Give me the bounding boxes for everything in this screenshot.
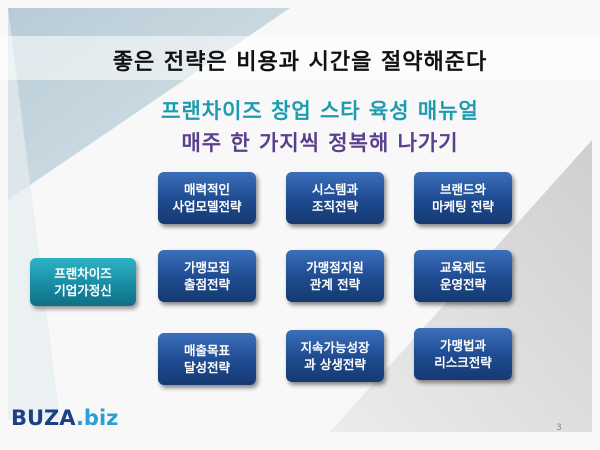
strategy-box-education: 교육제도 운영전략 — [414, 250, 512, 302]
strategy-box-line1: 시스템과 — [311, 182, 358, 197]
strategy-box-line1: 매출목표 — [183, 343, 230, 358]
logo-part-1: BUZA — [11, 406, 76, 430]
strategy-box-line2: 관계 전략 — [309, 277, 361, 292]
strategy-box-line1: 지속가능성장 — [300, 340, 370, 355]
strategy-box-brand-marketing: 브랜드와 마케팅 전략 — [414, 172, 512, 224]
strategy-box-sales-target: 매출목표 달성전략 — [158, 333, 256, 385]
strategy-box-business-model: 매력적인 사업모델전략 — [158, 172, 256, 224]
strategy-box-line2: 출점전략 — [183, 277, 230, 292]
slide-headline: 좋은 전략은 비용과 시간을 절약해준다 — [112, 50, 488, 75]
page-number: 3 — [556, 423, 562, 433]
center-box-line1: 프랜차이즈 — [54, 266, 112, 281]
strategy-box-line1: 브랜드와 — [439, 182, 486, 197]
strategy-box-line1: 가맹점지원 — [306, 260, 364, 275]
strategy-box-line1: 가맹법과 — [439, 338, 486, 353]
strategy-box-system-org: 시스템과 조직전략 — [286, 172, 384, 224]
logo-part-2: .biz — [75, 406, 119, 430]
strategy-box-line2: 달성전략 — [183, 360, 230, 375]
strategy-box-line2: 운영전략 — [439, 277, 486, 292]
strategy-box-law-risk: 가맹법과 리스크전략 — [414, 328, 512, 380]
center-box-line2: 기업가정신 — [54, 283, 112, 298]
strategy-box-line1: 교육제도 — [439, 260, 486, 275]
strategy-box-line1: 가맹모집 — [183, 260, 230, 275]
strategy-box-sustainable-growth: 지속가능성장 과 상생전략 — [286, 330, 384, 382]
strategy-box-recruitment: 가맹모집 출점전략 — [158, 250, 256, 302]
strategy-box-line2: 과 상생전략 — [304, 357, 366, 372]
buza-logo: BUZA.biz — [11, 406, 118, 430]
left-triangle-lower — [8, 8, 60, 420]
title-band — [0, 36, 600, 80]
center-box-entrepreneurship: 프랜차이즈 기업가정신 — [30, 258, 136, 306]
strategy-box-line2: 마케팅 전략 — [432, 199, 494, 214]
slide-subtitle-2: 매주 한 가지씩 정복해 나가기 — [181, 131, 459, 155]
strategy-box-line1: 매력적인 — [183, 182, 230, 197]
strategy-box-line2: 리스크전략 — [434, 355, 492, 370]
strategy-box-line2: 조직전략 — [311, 199, 358, 214]
strategy-box-franchisee-support: 가맹점지원 관계 전략 — [286, 250, 384, 302]
strategy-box-line2: 사업모델전략 — [172, 199, 242, 214]
slide-subtitle-1: 프랜차이즈 창업 스타 육성 매뉴얼 — [161, 99, 479, 123]
